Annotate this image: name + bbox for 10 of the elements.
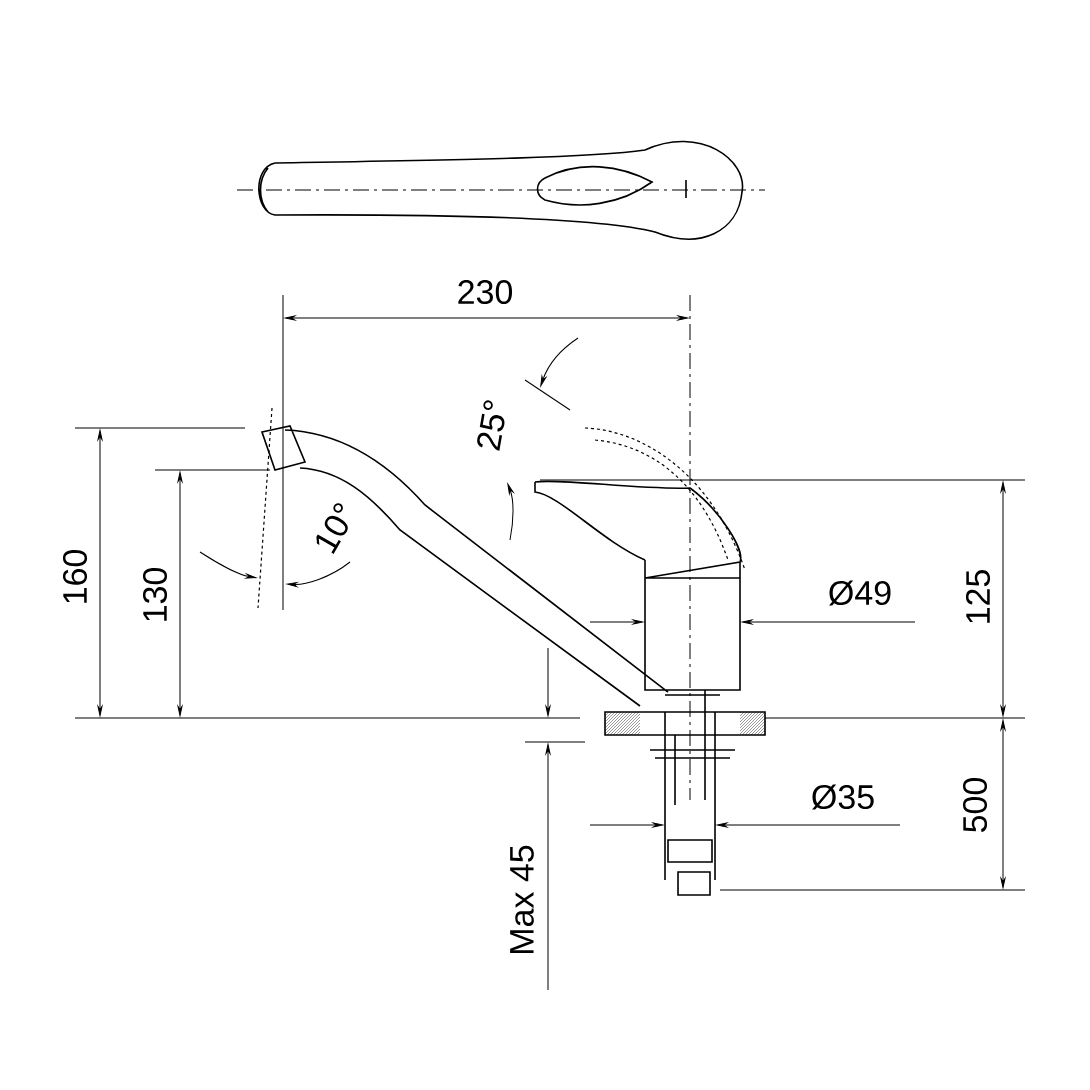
dimension-label: Max 45 — [510, 845, 534, 953]
dimension-label: 10° — [316, 503, 348, 554]
dimension-label: 125 — [965, 570, 991, 623]
dimension-label: 130 — [142, 568, 168, 621]
dimension-label: 500 — [962, 778, 988, 832]
dimension-label: 25° — [477, 400, 505, 451]
dimension-label: 160 — [62, 550, 88, 603]
dimension-label: Ø49 — [829, 580, 891, 606]
dimension-label: 230 — [458, 279, 513, 305]
dimension-label: Ø35 — [812, 784, 874, 810]
